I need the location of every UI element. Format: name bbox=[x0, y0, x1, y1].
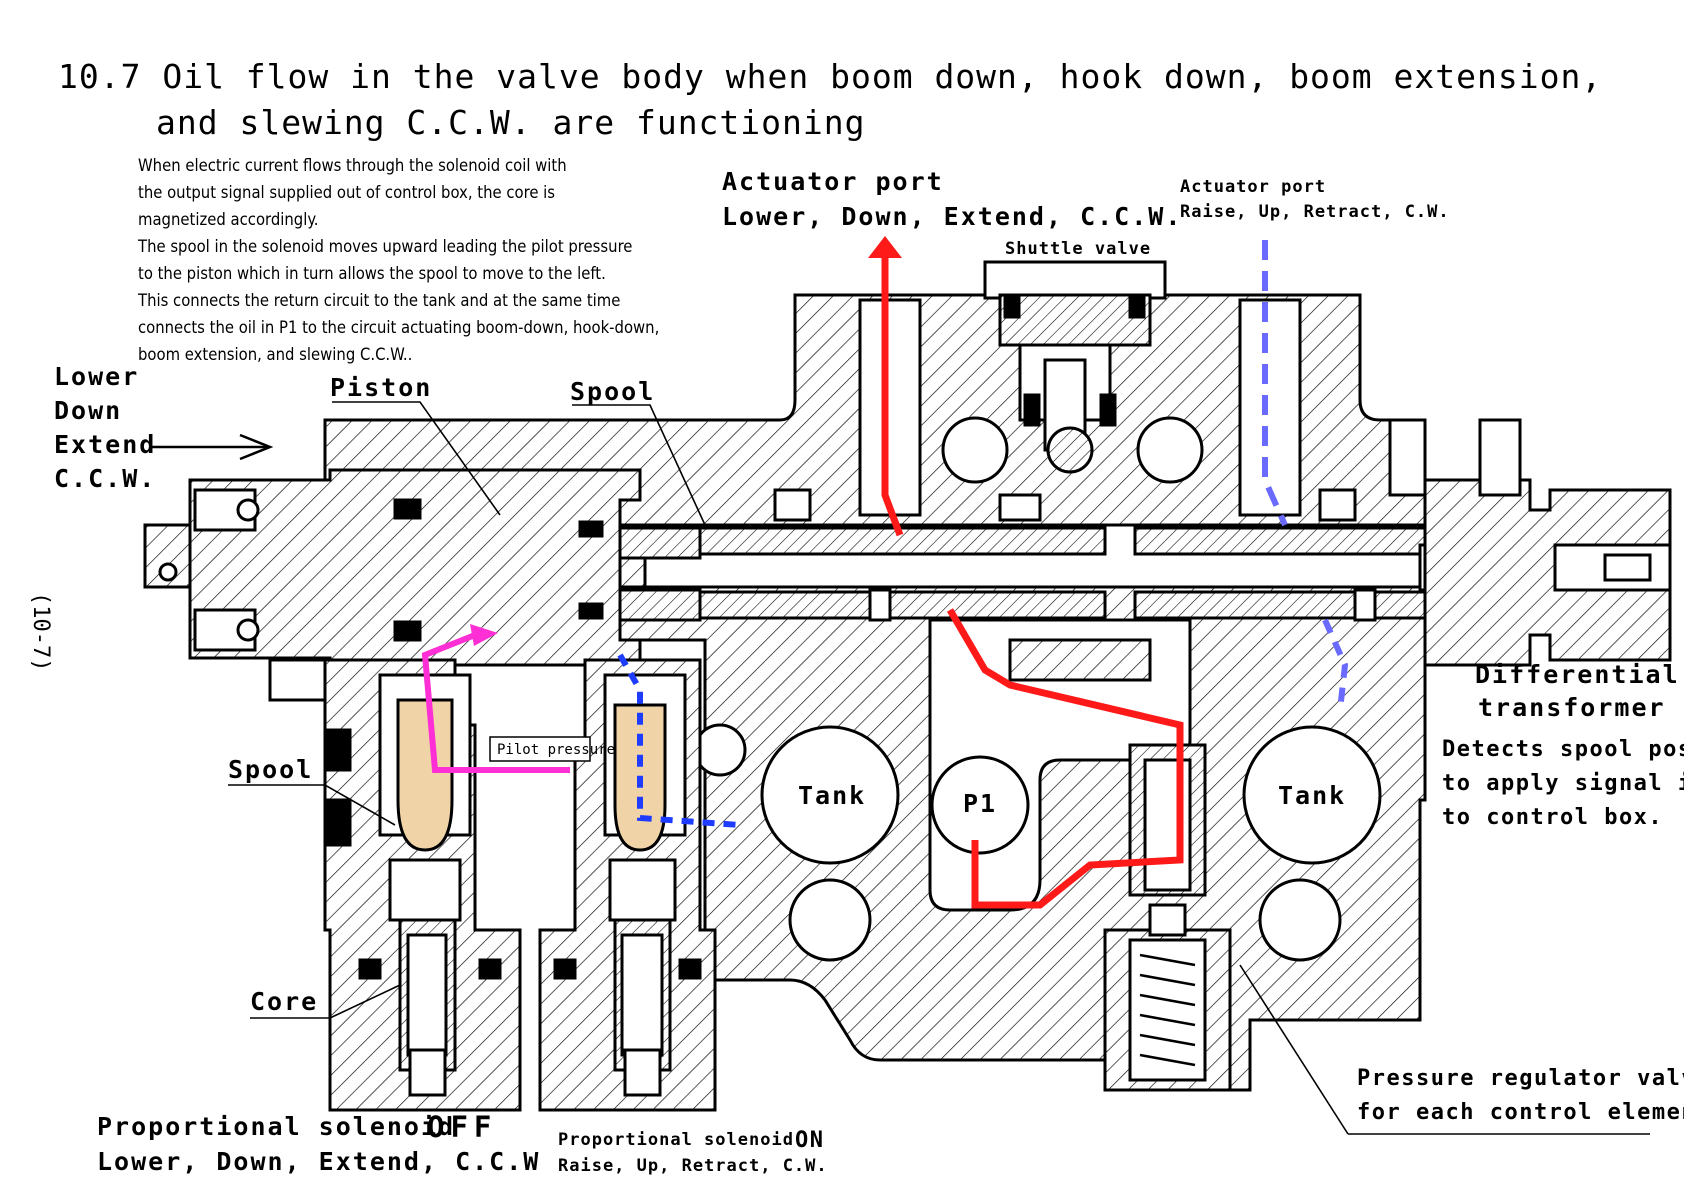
solenoid-off-functions: Lower, Down, Extend, C.C.W bbox=[97, 1147, 540, 1176]
return-flow-upper bbox=[1262, 240, 1288, 527]
p1-label: P1 bbox=[963, 789, 997, 818]
leader-lines bbox=[228, 401, 1650, 1135]
solenoid-on-title: Proportional solenoid bbox=[558, 1130, 794, 1150]
differential-transformer-line: transformer bbox=[1478, 693, 1666, 722]
page-number: (10-7) bbox=[28, 592, 53, 671]
pressure-regulator-line: Pressure regulator valves bbox=[1357, 1066, 1684, 1091]
piston-label: Piston bbox=[330, 373, 432, 402]
actuator-port-right: Actuator port Raise, Up, Retract, C.W. bbox=[1180, 177, 1450, 222]
description-line: When electric current flows through the … bbox=[138, 156, 567, 175]
pilot-pressure-label: Pilot pressure bbox=[497, 742, 615, 758]
title-line-2: and slewing C.C.W. are functioning bbox=[156, 103, 866, 142]
shuttle-valve bbox=[983, 260, 1167, 474]
solenoid-off-label: Proportional solenoid OFF Lower, Down, E… bbox=[97, 1110, 540, 1176]
detects-line: to apply signal input bbox=[1442, 771, 1684, 796]
detects-line: to control box. bbox=[1442, 805, 1663, 830]
piston-housing bbox=[188, 468, 642, 702]
actuator-port-left: Actuator port Lower, Down, Extend, C.C.W… bbox=[722, 167, 1182, 231]
actuator-port-right-title: Actuator port bbox=[1180, 177, 1326, 197]
description-block: When electric current flows through the … bbox=[137, 156, 659, 364]
pressure-regulator-label: Pressure regulator valves for each contr… bbox=[1357, 1066, 1684, 1125]
differential-transformer-line: Differential bbox=[1475, 660, 1680, 689]
description-line: The spool in the solenoid moves upward l… bbox=[137, 237, 632, 256]
actuator-port-left-title: Actuator port bbox=[722, 167, 944, 196]
chambers bbox=[760, 618, 1382, 912]
solenoid-off bbox=[323, 658, 522, 1112]
direction-arrow bbox=[152, 433, 274, 461]
internal-channels bbox=[693, 298, 1427, 962]
description-line: to the piston which in turn allows the s… bbox=[138, 264, 606, 283]
shuttle-valve-label: Shuttle valve bbox=[1005, 239, 1151, 259]
spool-top-label: Spool bbox=[570, 377, 655, 406]
solenoid-on-label: Proportional solenoid ON Raise, Up, Retr… bbox=[558, 1128, 828, 1176]
solenoid-on-functions: Raise, Up, Retract, C.W. bbox=[558, 1156, 828, 1176]
spool-left-label: Spool bbox=[228, 755, 313, 784]
solenoid-off-title: Proportional solenoid bbox=[97, 1112, 455, 1141]
pressure-flow-main bbox=[946, 608, 1184, 909]
pressure-flow-arrow bbox=[868, 236, 902, 258]
title-line-1: 10.7 Oil flow in the valve body when boo… bbox=[58, 57, 1602, 96]
detects-label: Detects spool position to apply signal i… bbox=[1442, 737, 1684, 830]
pressure-regulator-line: for each control element bbox=[1357, 1100, 1684, 1125]
pilot-pressure-box bbox=[489, 736, 591, 762]
pilot-flow bbox=[421, 630, 570, 773]
solenoid-on bbox=[538, 658, 717, 1112]
direction-label: Extend bbox=[54, 430, 156, 459]
direction-labels: Lower Down Extend C.C.W. bbox=[54, 362, 156, 493]
description-line: the output signal supplied out of contro… bbox=[138, 183, 555, 202]
pressure-regulator bbox=[1103, 743, 1232, 1092]
core-label: Core bbox=[250, 987, 318, 1016]
pilot-flow-arrow bbox=[470, 624, 498, 646]
direction-label: C.C.W. bbox=[54, 464, 156, 493]
description-line: This connects the return circuit to the … bbox=[137, 291, 620, 310]
pilot-return-flow bbox=[617, 653, 741, 828]
solenoid-off-state: OFF bbox=[427, 1110, 497, 1144]
direction-label: Lower bbox=[54, 362, 139, 391]
detects-line: Detects spool position bbox=[1442, 737, 1684, 762]
actuator-port-right-functions: Raise, Up, Retract, C.W. bbox=[1180, 202, 1450, 222]
tank-left-label: Tank bbox=[798, 781, 866, 810]
pressure-flow-up bbox=[881, 255, 904, 537]
description-line: boom extension, and slewing C.C.W.. bbox=[138, 345, 412, 364]
tank-right-label: Tank bbox=[1278, 781, 1346, 810]
differential-transformer bbox=[1423, 418, 1672, 667]
solenoid-on-state: ON bbox=[795, 1128, 825, 1153]
actuator-port-left-functions: Lower, Down, Extend, C.C.W. bbox=[722, 202, 1182, 231]
direction-label: Down bbox=[54, 396, 122, 425]
description-line: connects the oil in P1 to the circuit ac… bbox=[138, 318, 659, 337]
description-line: magnetized accordingly. bbox=[138, 210, 319, 229]
differential-transformer-label: Differential transformer bbox=[1475, 660, 1680, 722]
return-flow-lower bbox=[1322, 618, 1349, 711]
